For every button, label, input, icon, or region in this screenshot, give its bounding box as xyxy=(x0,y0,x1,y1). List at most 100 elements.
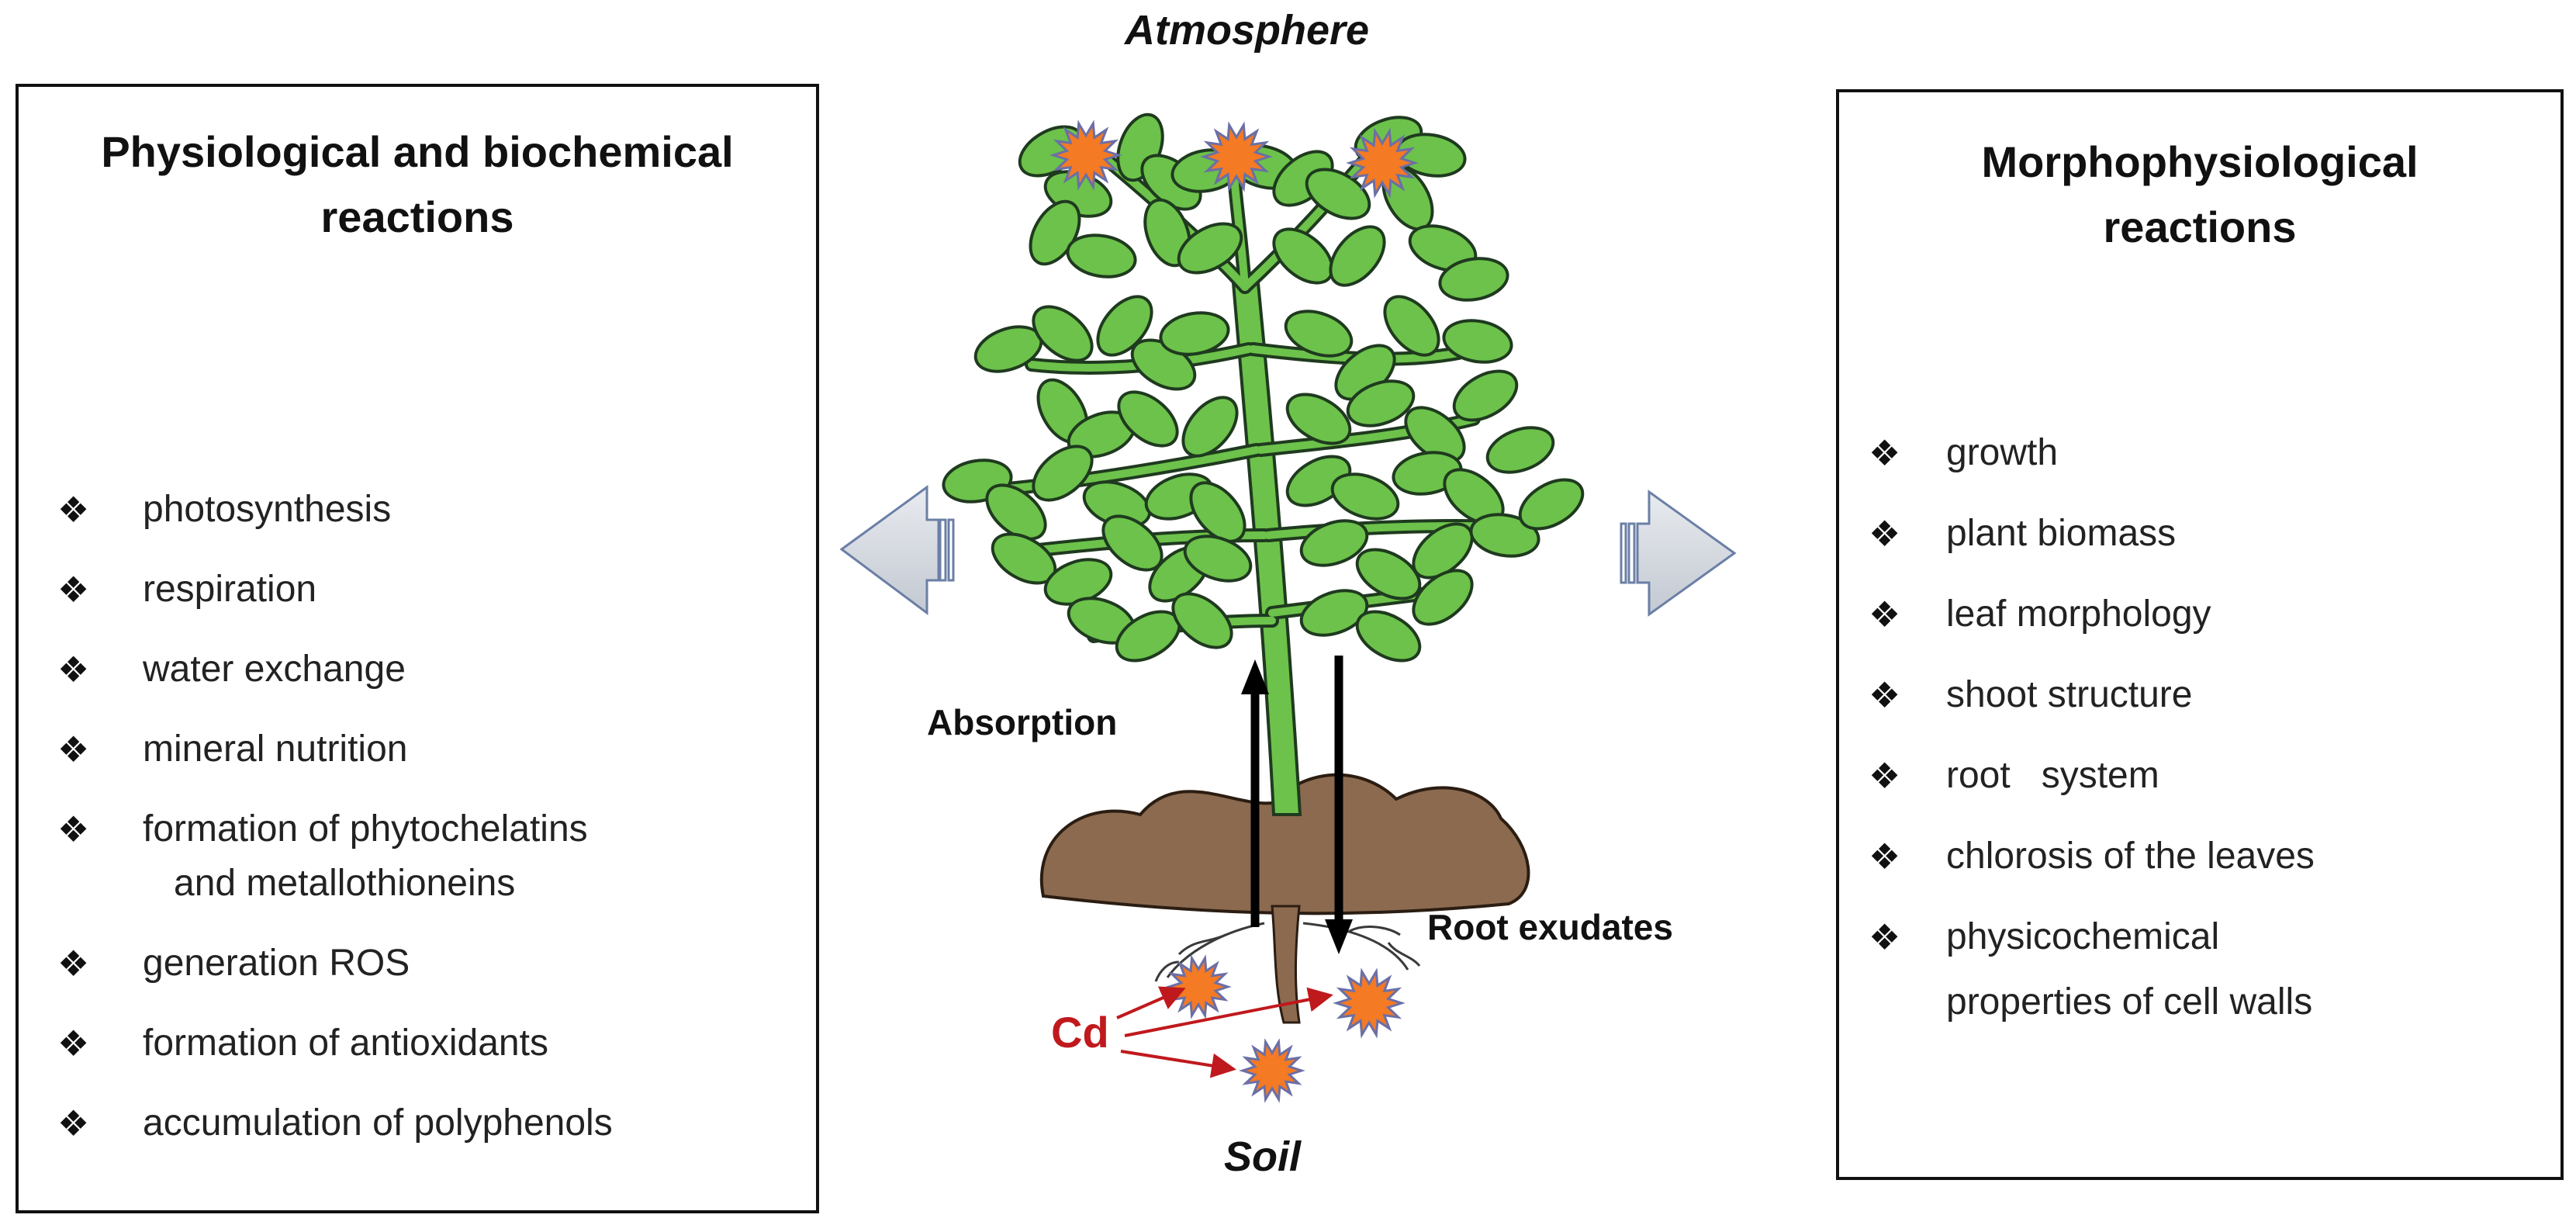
list-item-text: chlorosis of the leaves xyxy=(1946,836,2315,877)
list-item: ❖ shoot structure xyxy=(1869,668,2315,749)
list-item-text: leaf morphology xyxy=(1946,593,2211,635)
cd-particles xyxy=(1049,119,1419,1103)
leaf xyxy=(1032,445,1094,502)
leaf xyxy=(1177,222,1243,275)
leaf xyxy=(1305,168,1371,220)
list-item: ❖ mineral nutrition xyxy=(57,722,613,802)
leaf xyxy=(1330,472,1400,521)
leaf xyxy=(1284,310,1354,358)
left-panel-title-line2: reactions xyxy=(320,192,514,241)
left-panel-title-line1: Physiological and biochemical xyxy=(101,127,734,176)
list-item-text: water exchange xyxy=(143,649,406,690)
atmosphere-label: Atmosphere xyxy=(1125,7,1370,54)
right-panel-title: Morphophysiological reactions xyxy=(1839,130,2560,260)
soil-label: Soil xyxy=(1224,1133,1302,1180)
list-item-text: root system xyxy=(1946,755,2159,796)
list-item-continuation: properties of cell walls xyxy=(1869,975,2315,1056)
leaf xyxy=(1383,295,1440,357)
diamond-bullet-icon: ❖ xyxy=(1869,594,1901,635)
list-item: ❖photosynthesis xyxy=(57,483,613,562)
leaf xyxy=(1117,390,1179,448)
diamond-bullet-icon: ❖ xyxy=(1869,917,1901,957)
diamond-bullet-icon: ❖ xyxy=(1869,756,1901,796)
list-item: ❖generation ROS xyxy=(57,936,613,1016)
list-item: ❖ physicochemical xyxy=(1869,910,2315,991)
leaf xyxy=(1183,535,1253,583)
cd-particle xyxy=(1333,967,1406,1039)
absorption-label: Absorption xyxy=(927,702,1118,742)
list-item-text: mineral nutrition xyxy=(143,728,408,770)
list-item: ❖ respiration xyxy=(57,562,613,642)
leaf xyxy=(1346,379,1416,427)
list-item: ❖ chlorosis of the leaves xyxy=(1869,829,2315,910)
leaf xyxy=(1438,257,1509,302)
diamond-bullet-icon: ❖ xyxy=(57,1103,90,1144)
leaf xyxy=(1189,481,1247,543)
diamond-bullet-icon: ❖ xyxy=(1869,836,1901,877)
list-item-text: plant biomass xyxy=(1946,513,2177,554)
diamond-bullet-icon: ❖ xyxy=(1869,433,1901,473)
leaf xyxy=(1159,311,1230,356)
leaf xyxy=(1485,426,1555,474)
leaf xyxy=(1404,406,1466,463)
cd-particle xyxy=(1346,127,1419,199)
cd-particle xyxy=(1049,119,1122,191)
root-exudates-label: Root exudates xyxy=(1427,907,1673,947)
leaf xyxy=(1452,369,1519,422)
leaf xyxy=(985,483,1047,541)
right-arrow xyxy=(1620,490,1737,617)
leaves xyxy=(942,112,1585,663)
list-item-text: and metallothioneins xyxy=(174,863,516,904)
left-panel-title: Physiological and biochemical reactions xyxy=(19,119,816,250)
exudates-arrow xyxy=(1325,656,1353,954)
leaf xyxy=(1329,225,1386,287)
cd-label: Cd xyxy=(1051,1008,1109,1057)
list-item-text: generation ROS xyxy=(143,943,410,984)
list-item: ❖ growth xyxy=(1869,426,2315,507)
list-item: ❖ root system xyxy=(1869,749,2315,829)
taproot xyxy=(1271,905,1301,1024)
diamond-bullet-icon: ❖ xyxy=(57,649,90,690)
cd-particle xyxy=(1200,121,1273,192)
leaf xyxy=(1299,519,1369,567)
leaf xyxy=(1518,478,1585,531)
diamond-bullet-icon: ❖ xyxy=(57,729,90,770)
morphophysiological-panel: Morphophysiological reactions ❖ growth ❖ p… xyxy=(1836,89,2564,1180)
diamond-bullet-icon: ❖ xyxy=(1869,514,1901,554)
list-item: ❖formation of antioxidants xyxy=(57,1016,613,1096)
right-panel-title-line2: reactions xyxy=(2103,202,2297,251)
leaf xyxy=(1469,513,1540,558)
main-stem xyxy=(1231,282,1302,816)
diamond-bullet-icon: ❖ xyxy=(57,490,90,530)
list-item-text: formation of phytochelatins xyxy=(143,808,588,850)
list-item-text: growth xyxy=(1946,432,2059,473)
diamond-bullet-icon: ❖ xyxy=(57,569,90,610)
leaf xyxy=(1285,393,1352,445)
list-item-text: respiration xyxy=(143,569,317,610)
leaf xyxy=(1299,589,1369,637)
cd-particle xyxy=(1239,1038,1305,1103)
leaf xyxy=(1066,234,1137,279)
physiological-biochemical-panel: Physiological and biochemical reactions … xyxy=(16,84,819,1213)
list-item-text: properties of cell walls xyxy=(1946,981,2313,1023)
leaf xyxy=(1171,592,1233,649)
morphophysiological-reactions-list: ❖growth ❖plant biomass ❖leaf morphology … xyxy=(1869,426,2315,1056)
cd-arrows xyxy=(1116,986,1333,1078)
list-item-text: accumulation of polyphenols xyxy=(143,1102,613,1144)
list-item: ❖ accumulation of polyphenols xyxy=(57,1096,613,1176)
leaf xyxy=(1032,305,1094,362)
list-item: ❖ water exchange xyxy=(57,642,613,722)
leaf xyxy=(1272,227,1334,285)
list-item-text: physicochemical xyxy=(1946,916,2220,957)
left-arrow xyxy=(839,485,955,615)
right-panel-title-line1: Morphophysiological xyxy=(1981,137,2419,186)
absorption-arrow xyxy=(1241,659,1269,927)
leaf xyxy=(1096,295,1153,357)
leaf xyxy=(1412,522,1474,580)
diamond-bullet-icon: ❖ xyxy=(1869,675,1901,715)
list-item: ❖ formation of phytochelatins xyxy=(57,802,613,882)
list-item-text: shoot structure xyxy=(1946,674,2193,715)
leaf xyxy=(1181,396,1239,458)
diamond-bullet-icon: ❖ xyxy=(57,809,90,850)
